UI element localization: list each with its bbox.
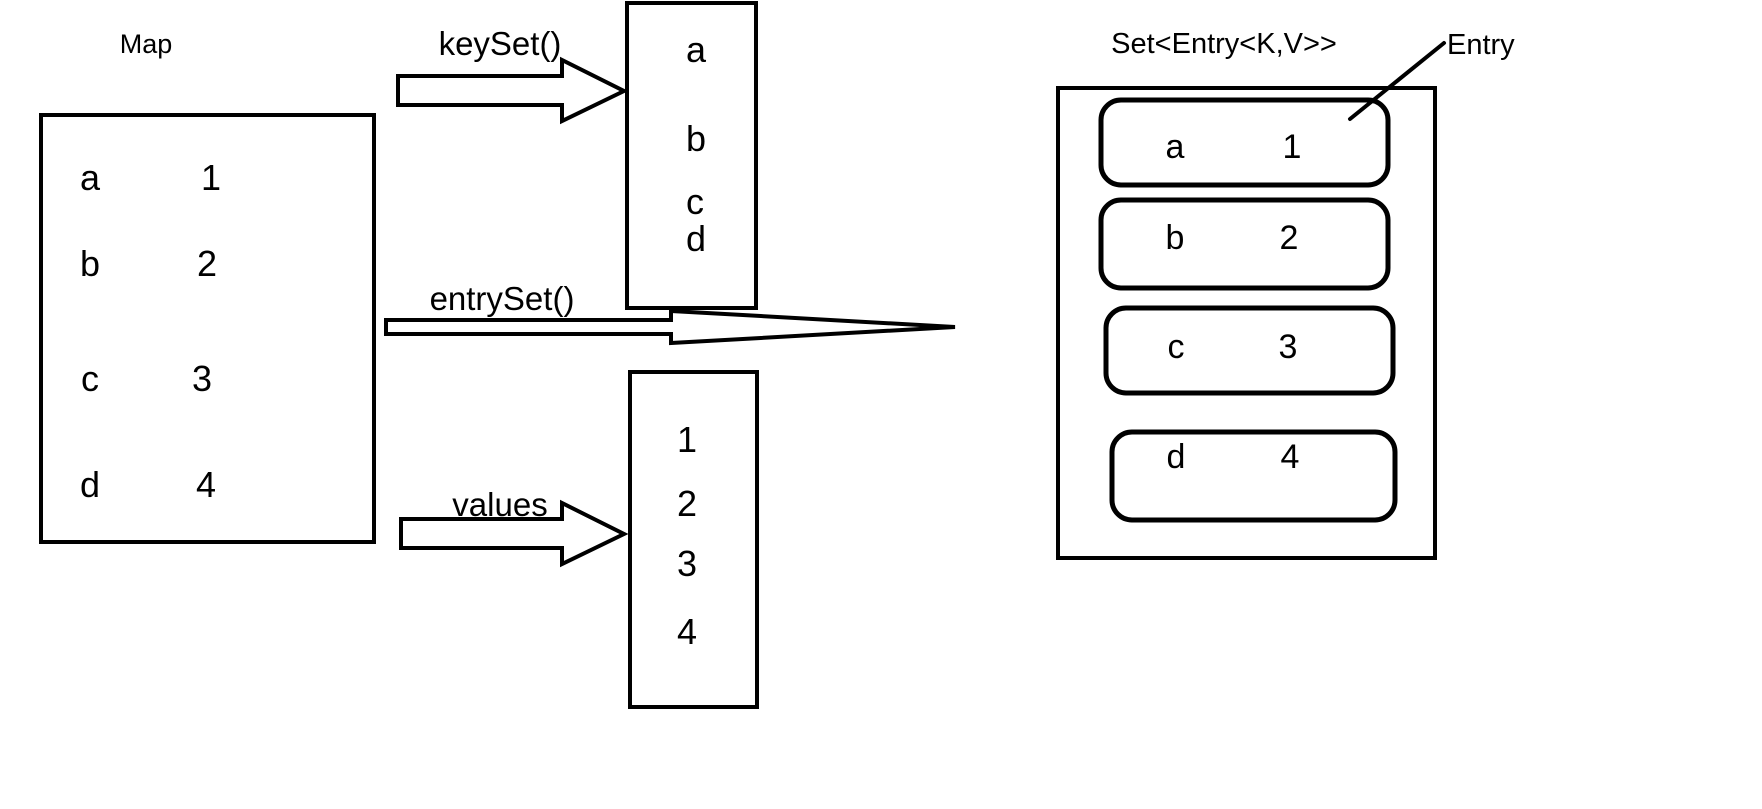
entry-value-1: 2 [1279, 219, 1299, 257]
entryset-arrow-label: entrySet() [429, 280, 575, 317]
entry-row-rect-1 [1098, 197, 1391, 291]
entry-value-2: 3 [1278, 328, 1298, 366]
map-row-key-1: b [79, 243, 101, 284]
entry-annotation-label: Entry [1447, 29, 1515, 61]
map-row-value-0: 1 [200, 157, 222, 198]
values-arrow-shape [399, 499, 629, 568]
keyset-arrow-label: keySet() [438, 25, 562, 62]
keys-item-3: d [685, 218, 707, 259]
entry-value-0: 1 [1282, 128, 1302, 166]
entry-key-3: d [1166, 438, 1186, 476]
entry-key-2: c [1167, 328, 1185, 366]
keys-item-0: a [685, 29, 707, 70]
map-row-value-3: 4 [195, 464, 217, 505]
values-box-rect [628, 370, 759, 709]
entry-value-3: 4 [1280, 438, 1300, 476]
map-row-key-3: d [79, 464, 101, 505]
entryset-arrow-shape [384, 308, 956, 346]
keyset-arrow-shape [396, 56, 629, 125]
entry-set-box-rect [1056, 86, 1437, 560]
map-row-value-1: 2 [196, 243, 218, 284]
map-title: Map [119, 29, 173, 59]
entry-annotation-line [1348, 41, 1446, 121]
entry-set-title: Set<Entry<K,V>> [1111, 28, 1337, 60]
map-row-key-0: a [79, 157, 101, 198]
values-item-0: 1 [676, 419, 698, 460]
values-item-2: 3 [676, 543, 698, 584]
keys-item-1: b [685, 118, 707, 159]
keys-item-2: c [686, 181, 704, 222]
entry-key-1: b [1165, 219, 1185, 257]
keys-box-rect [625, 1, 758, 310]
entry-row-rect-3 [1109, 429, 1398, 523]
values-item-3: 4 [676, 611, 698, 652]
entry-row-rect-2 [1103, 305, 1396, 396]
entry-row-rect-0 [1098, 97, 1391, 188]
entry-key-0: a [1165, 128, 1185, 166]
map-row-value-2: 3 [191, 358, 213, 399]
values-arrow-label: values [452, 486, 548, 523]
values-item-1: 2 [676, 483, 698, 524]
map-row-key-2: c [81, 358, 99, 399]
map-box-rect [39, 113, 376, 544]
